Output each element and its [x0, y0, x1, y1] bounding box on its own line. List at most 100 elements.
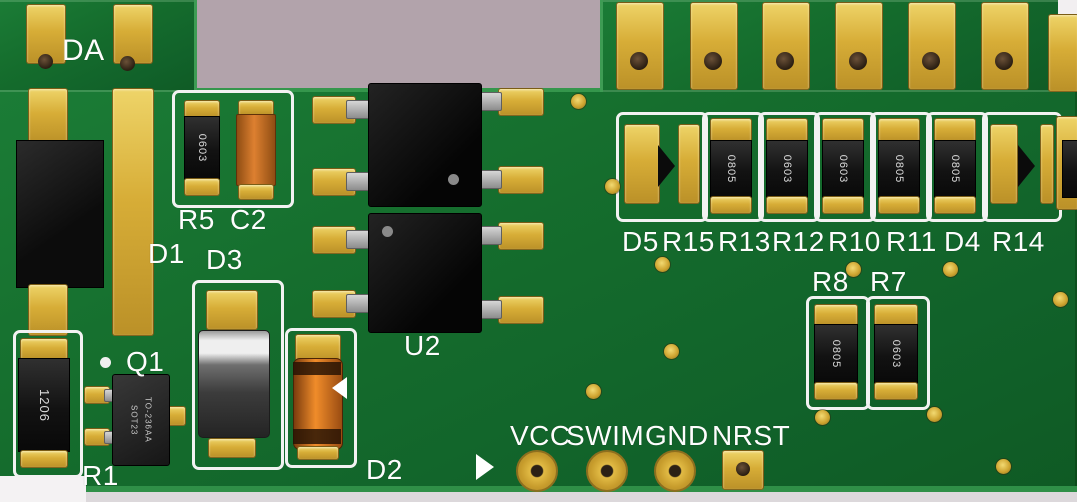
pin1-dot — [100, 357, 111, 368]
ic-pin1-dot — [382, 226, 393, 237]
label-d1: D1 — [148, 238, 185, 269]
header-pad — [762, 2, 810, 90]
silkscreen-outline-r12 — [814, 112, 876, 222]
resistor-r1-marking: 1206 — [36, 388, 52, 422]
connector-hole-nrst — [736, 462, 750, 476]
via — [996, 459, 1011, 474]
via — [586, 384, 601, 399]
via — [943, 262, 958, 277]
via — [571, 94, 586, 109]
connector-pad-vcc — [516, 450, 558, 492]
pad — [822, 196, 864, 214]
label-r8: R8 — [812, 266, 849, 297]
label-d3: D3 — [206, 244, 243, 275]
silkscreen-outline-d5 — [616, 112, 708, 222]
silkscreen-outline-d3 — [192, 280, 284, 470]
resistor-r8: 0805 — [814, 324, 858, 384]
pad — [20, 450, 68, 468]
silkscreen-outline-r13 — [758, 112, 820, 222]
resistor-r14 — [1062, 140, 1077, 198]
pad-d1-bottom — [28, 284, 68, 336]
label-r5: R5 — [178, 204, 215, 235]
pad — [184, 178, 220, 196]
board-edge — [600, 0, 603, 92]
header-pad — [835, 2, 883, 90]
render-background — [150, 0, 620, 94]
transistor-q1: SOT23 TO-236AA — [112, 374, 170, 466]
header-hole — [849, 52, 867, 70]
label-da: DA — [62, 34, 105, 67]
transistor-q1-marking: TO-236AA — [143, 397, 153, 443]
via — [815, 410, 830, 425]
render-background-bottom-left — [0, 476, 86, 502]
pad — [766, 118, 808, 142]
pad — [498, 222, 544, 250]
pad-d1-right — [112, 88, 154, 336]
via — [846, 262, 861, 277]
mounting-hole — [38, 54, 53, 69]
pad — [990, 124, 1018, 204]
label-gnd: GND — [645, 420, 709, 451]
label-swim: SWIM — [566, 420, 645, 451]
resistor-r7: 0603 — [874, 324, 918, 384]
transistor-q1-marking: SOT23 — [129, 404, 139, 436]
header-pad — [1048, 14, 1077, 92]
component-d1 — [16, 140, 104, 288]
pad — [295, 334, 341, 362]
label-r7: R7 — [870, 266, 907, 297]
resistor-r1: 1206 — [18, 358, 70, 452]
header-pad — [616, 2, 664, 90]
pad — [208, 438, 256, 458]
label-row-r14: R14 — [992, 226, 1045, 257]
label-vcc: VCC — [510, 420, 571, 451]
header-hole — [704, 52, 722, 70]
via — [655, 257, 670, 272]
header-hole — [776, 52, 794, 70]
pad — [710, 196, 752, 214]
resistor-r11-marking: 0805 — [948, 154, 961, 184]
silkscreen-outline-r5c2 — [172, 90, 294, 208]
capacitor-c2 — [236, 114, 276, 186]
silkscreen-outline-r11 — [926, 112, 988, 222]
label-row-d4: D4 — [944, 226, 981, 257]
resistor-r11: 0805 — [934, 140, 976, 198]
label-u2: U2 — [404, 330, 441, 361]
connector-pad-swim — [586, 450, 628, 492]
pad — [934, 118, 976, 142]
resistor-r8-marking: 0805 — [829, 339, 842, 369]
render-background-bottom — [0, 492, 1077, 502]
pad — [297, 446, 339, 460]
label-row-r11: R11 — [886, 226, 937, 257]
silkscreen-outline-d2 — [285, 328, 357, 468]
capacitor-band — [293, 362, 341, 375]
silkscreen-outline-r1 — [13, 330, 83, 478]
resistor-r13: 0603 — [766, 140, 808, 198]
resistor-r5-marking: 0603 — [195, 133, 208, 163]
capacitor-d3 — [198, 330, 270, 438]
header-hole — [995, 52, 1013, 70]
via — [605, 179, 620, 194]
pad — [498, 166, 544, 194]
pad — [814, 382, 858, 400]
pad — [878, 196, 920, 214]
pad — [624, 124, 660, 204]
mounting-pad — [113, 4, 153, 64]
pad — [814, 304, 858, 326]
pin1-arrow — [476, 454, 494, 480]
ic-u2-top — [368, 83, 482, 207]
resistor-r12-marking: 0603 — [836, 154, 849, 184]
header-pad — [981, 2, 1029, 90]
pad — [874, 382, 918, 400]
pad — [678, 124, 700, 204]
label-row-r12: R12 — [772, 226, 825, 257]
capacitor-band — [293, 429, 341, 444]
board-edge — [194, 0, 197, 92]
resistor-r10: 0805 — [878, 140, 920, 198]
pad — [238, 184, 274, 200]
pad — [206, 290, 258, 330]
label-nrst: NRST — [712, 420, 791, 451]
connector-pad-gnd — [654, 450, 696, 492]
label-row-d5: D5 — [622, 226, 659, 257]
pad — [1040, 124, 1054, 204]
resistor-r7-marking: 0603 — [889, 339, 902, 369]
